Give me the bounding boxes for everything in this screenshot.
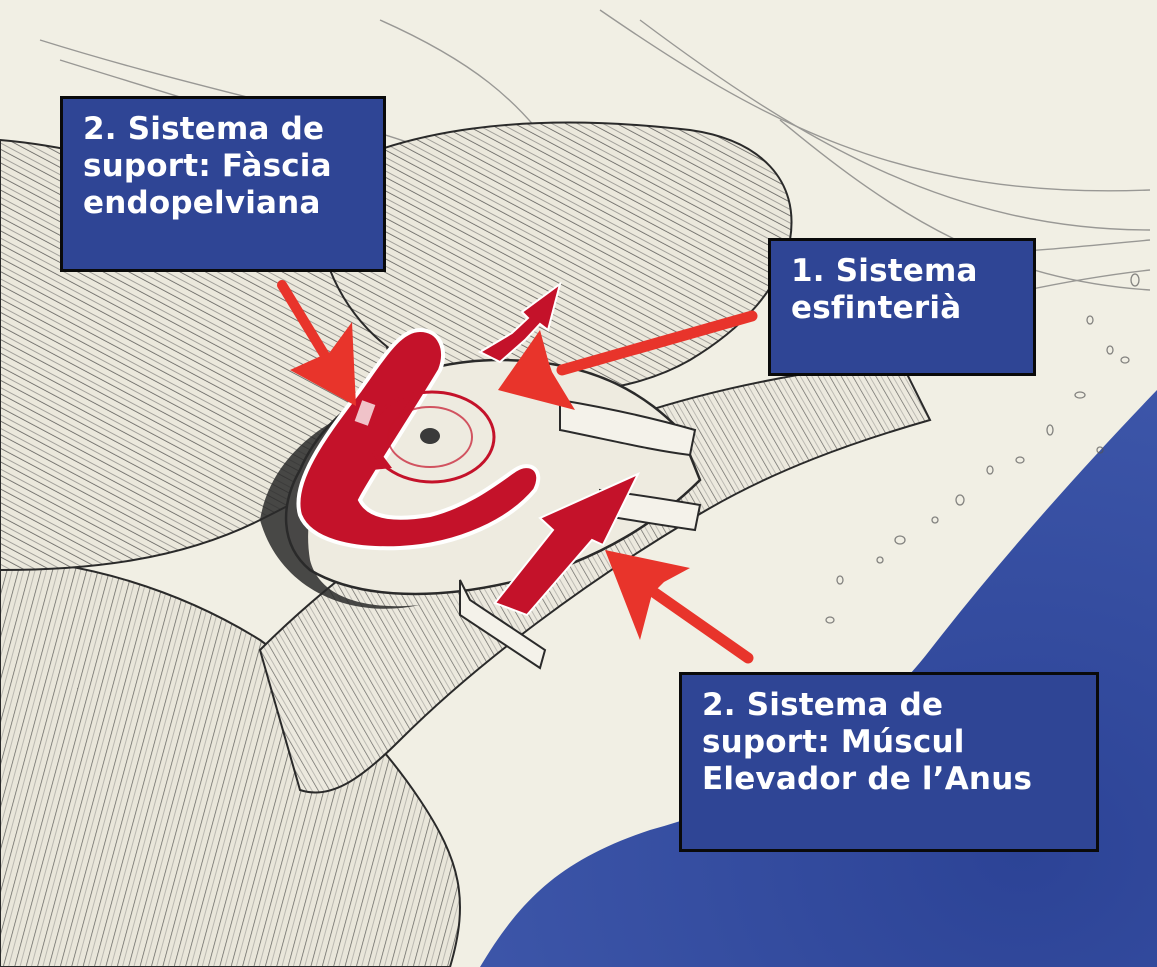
label-line: 1. Sistema <box>791 253 1017 290</box>
label-line: esfinterià <box>791 290 1017 327</box>
label-line: 2. Sistema de <box>702 687 1080 724</box>
label-fascia-endopelviana: 2. Sistema de suport: Fàscia endopelvian… <box>60 96 386 272</box>
label-line: 2. Sistema de <box>83 111 367 148</box>
label-musculo-elevador: 2. Sistema de suport: Múscul Elevador de… <box>679 672 1099 852</box>
label-line: suport: Múscul <box>702 724 1080 761</box>
label-line: endopelviana <box>83 185 367 222</box>
label-sistema-esfinteria: 1. Sistema esfinterià <box>768 238 1036 376</box>
label-line: suport: Fàscia <box>83 148 367 185</box>
label-line: Elevador de l’Anus <box>702 761 1080 798</box>
